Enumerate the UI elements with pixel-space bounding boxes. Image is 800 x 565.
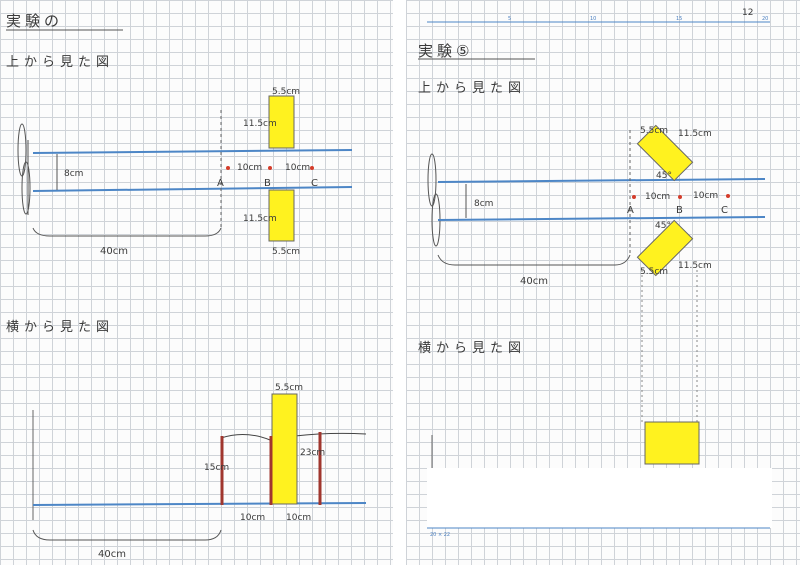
right-angle-top: 45° <box>656 171 672 181</box>
right-angle-bottom: 45° <box>655 221 671 231</box>
right-plate-bottom <box>636 219 694 277</box>
right-lane-width: 8cm <box>474 199 493 209</box>
left-plate-top <box>268 95 295 149</box>
left-fan <box>17 123 31 215</box>
left-side-view-heading: 横から見た図 <box>6 320 114 335</box>
right-gap-ab: 10cm <box>645 192 670 202</box>
left-side-gap-bc: 10cm <box>286 513 311 523</box>
right-distance-bracket <box>437 254 631 266</box>
left-gap-bc: 10cm <box>285 163 310 173</box>
left-point-c: C <box>311 178 318 189</box>
right-plate-height-top: 11.5cm <box>678 129 712 139</box>
ruler-mark-20: 20 <box>762 16 768 22</box>
left-lane-line-bottom <box>32 186 353 192</box>
side-distance-bracket <box>32 529 222 541</box>
distance-bracket <box>32 227 222 237</box>
right-point-a-marker <box>632 195 636 199</box>
ruler-mark-10: 10 <box>590 16 596 22</box>
right-plate-height-bottom: 11.5cm <box>678 261 712 271</box>
right-footer-mark: 20 × 22 <box>430 532 450 538</box>
right-point-c-marker <box>726 194 730 198</box>
right-side-view-heading: 横から見た図 <box>418 341 526 356</box>
right-distance: 40cm <box>520 276 548 287</box>
left-side-distance: 40cm <box>98 549 126 560</box>
left-side-gap-ab: 10cm <box>240 513 265 523</box>
left-ground-line <box>32 502 367 506</box>
left-plate-width-bottom: 5.5cm <box>272 247 300 257</box>
left-side-height-b: 23cm <box>300 448 325 458</box>
right-plate-width-top: 5.5cm <box>640 126 668 136</box>
point-a-marker <box>226 166 230 170</box>
left-page-title: 実験の <box>6 12 63 30</box>
left-plate-width-top: 5.5cm <box>272 87 300 97</box>
right-point-b-marker <box>678 195 682 199</box>
left-point-a: A <box>217 178 224 189</box>
left-top-view-heading: 上から見た図 <box>6 55 114 70</box>
left-plate-height-top: 11.5cm <box>243 119 277 129</box>
right-point-c: C <box>721 205 728 216</box>
left-plate-bottom <box>268 189 295 242</box>
right-plate-top <box>636 124 694 182</box>
right-plate-width-bottom: 5.5cm <box>640 267 668 277</box>
right-side-plate <box>644 421 700 465</box>
right-blank-area <box>427 468 772 528</box>
right-lane-line-top <box>437 178 766 183</box>
point-b-marker <box>268 166 272 170</box>
right-point-b: B <box>676 205 683 216</box>
right-page-title: 実験⑤ <box>418 42 473 60</box>
left-plate-height-bottom: 11.5cm <box>243 214 277 224</box>
left-lane-line-top <box>32 149 353 154</box>
right-fan <box>427 153 441 247</box>
left-side-height-a: 15cm <box>204 463 229 473</box>
left-gap-ab: 10cm <box>237 163 262 173</box>
left-side-plate-width: 5.5cm <box>275 383 303 393</box>
left-side-plate <box>271 393 298 505</box>
left-distance: 40cm <box>100 246 128 257</box>
left-title-group: 実験の 上から見た図 <box>6 12 123 70</box>
left-point-b: B <box>264 178 271 189</box>
right-gap-bc: 10cm <box>693 191 718 201</box>
left-lane-width: 8cm <box>64 169 83 179</box>
right-page-number: 12 <box>742 8 753 18</box>
left-notebook-page <box>0 0 393 565</box>
right-lane-line-bottom <box>437 216 766 221</box>
ruler-mark-5: 5 <box>508 16 511 22</box>
point-c-marker <box>310 166 314 170</box>
ruler-mark-15: 15 <box>676 16 682 22</box>
right-point-a: A <box>627 205 634 216</box>
right-top-view-heading: 上から見た図 <box>418 81 526 96</box>
